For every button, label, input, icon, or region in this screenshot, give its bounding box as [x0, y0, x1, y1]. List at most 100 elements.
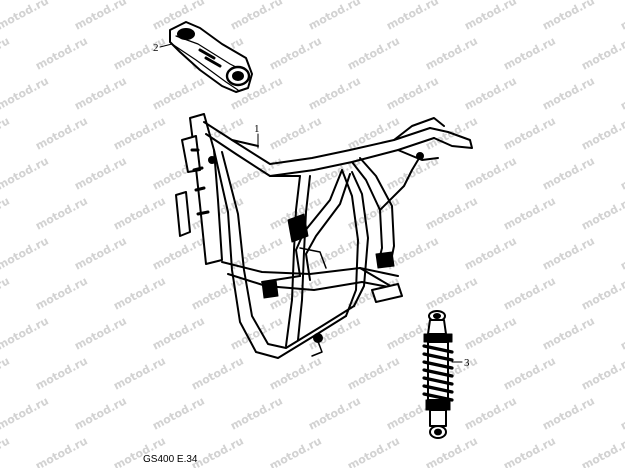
watermark-text: motod.ru [423, 434, 480, 468]
watermark-text: motod.ru [267, 354, 324, 392]
watermark-text: motod.ru [111, 354, 168, 392]
watermark-text: motod.ru [33, 34, 90, 72]
watermark-text: motod.ru [501, 34, 558, 72]
watermark-text: motod.ru [0, 314, 51, 352]
watermark-text: motod.ru [345, 434, 402, 468]
watermark-text: motod.ru [189, 354, 246, 392]
watermark-text: motod.ru [267, 114, 324, 152]
watermark-text: motod.ru [228, 314, 285, 352]
watermark-text: motod.ru [72, 394, 129, 432]
watermark-text: motod.ru [150, 394, 207, 432]
watermark-text: motod.ru [501, 274, 558, 312]
watermark-text: motod.ru [501, 434, 558, 468]
watermark-text: motod.ru [189, 434, 246, 468]
watermark-text: motod.ru [150, 314, 207, 352]
watermark-text: motod.ru [72, 0, 129, 33]
callout-2-leader [159, 43, 173, 48]
watermark-text: motod.ru [384, 74, 441, 112]
watermark-text: motod.ru [228, 0, 285, 33]
watermark-text: motod.ru [306, 394, 363, 432]
watermark-text: motod.ru [33, 194, 90, 232]
watermark-text: motod.ru [462, 314, 519, 352]
watermark-text: motod.ru [33, 354, 90, 392]
watermark-text: motod.ru [0, 194, 12, 232]
watermark-text: motod.ru [150, 74, 207, 112]
watermark-text: motod.ru [501, 114, 558, 152]
watermark-text: motod.ru [501, 194, 558, 232]
watermark-text: motod.ru [33, 434, 90, 468]
watermark-text: motod.ru [228, 394, 285, 432]
watermark-text: motod.ru [0, 434, 12, 468]
watermark-text: motod.ru [462, 74, 519, 112]
watermark-text: motod.ru [462, 394, 519, 432]
part-3-rear-shock-absorber [422, 310, 454, 439]
watermark-text: motod.ru [228, 154, 285, 192]
watermark-text: motod.ru [618, 74, 625, 112]
watermark-text: motod.ru [618, 154, 625, 192]
watermark-text: motod.ru [384, 0, 441, 33]
callout-2-label: 2 [153, 42, 159, 54]
watermark-text: motod.ru [501, 354, 558, 392]
watermark-text: motod.ru [618, 394, 625, 432]
watermark-text: motod.ru [111, 274, 168, 312]
watermark-text: motod.ru [579, 274, 625, 312]
part-2-upper-bracket [169, 21, 253, 93]
watermark-text: motod.ru [267, 434, 324, 468]
watermark-text: motod.ru [423, 274, 480, 312]
watermark-text: motod.ru [0, 34, 12, 72]
watermark-text: motod.ru [0, 274, 12, 312]
watermark-text: motod.ru [384, 154, 441, 192]
watermark-text: motod.ru [111, 114, 168, 152]
watermark-text: motod.ru [72, 314, 129, 352]
callout-3-label: 3 [464, 357, 470, 369]
watermark-text: motod.ru [579, 434, 625, 468]
watermark-text: motod.ru [423, 34, 480, 72]
watermark-text: motod.ru [540, 234, 597, 272]
watermark-text: motod.ru [540, 154, 597, 192]
watermark-text: motod.ru [345, 34, 402, 72]
watermark-text: motod.ru [618, 0, 625, 33]
watermark-text: motod.ru [33, 274, 90, 312]
watermark-text: motod.ru [33, 114, 90, 152]
watermark-text: motod.ru [150, 234, 207, 272]
watermark-text: motod.ru [0, 114, 12, 152]
watermark-text: motod.ru [72, 154, 129, 192]
watermark-text: motod.ru [0, 74, 51, 112]
watermark-text: motod.ru [111, 34, 168, 72]
watermark-text: motod.ru [540, 74, 597, 112]
watermark-text: motod.ru [0, 154, 51, 192]
watermark-text: motod.ru [0, 354, 12, 392]
watermark-text: motod.ru [345, 354, 402, 392]
watermark-text: motod.ru [462, 0, 519, 33]
watermark-text: motod.ru [540, 0, 597, 33]
watermark-text: motod.ru [306, 0, 363, 33]
part-1-main-frame [175, 113, 473, 359]
watermark-text: motod.ru [579, 194, 625, 232]
watermark-text: motod.ru [540, 394, 597, 432]
watermark-text: motod.ru [0, 0, 51, 33]
watermark-text: motod.ru [267, 34, 324, 72]
watermark-text: motod.ru [540, 314, 597, 352]
watermark-text: motod.ru [618, 234, 625, 272]
watermark-text: motod.ru [579, 114, 625, 152]
callout-1-label: 1 [254, 123, 260, 135]
watermark-text: motod.ru [306, 314, 363, 352]
watermark-text: motod.ru [306, 74, 363, 112]
watermark-text: motod.ru [345, 114, 402, 152]
watermark-text: motod.ru [111, 194, 168, 232]
diagram-code: GS400 E.34 [143, 454, 198, 465]
watermark-text: motod.ru [579, 34, 625, 72]
watermark-text: motod.ru [462, 154, 519, 192]
watermark-text: motod.ru [0, 394, 51, 432]
watermark-text: motod.ru [462, 234, 519, 272]
watermark-text: motod.ru [423, 194, 480, 232]
watermark-text: motod.ru [72, 234, 129, 272]
watermark-text: motod.ru [618, 314, 625, 352]
watermark-text: motod.ru [0, 234, 51, 272]
watermark-text: motod.ru [228, 234, 285, 272]
watermark-text: motod.ru [579, 354, 625, 392]
watermark-text: motod.ru [72, 74, 129, 112]
